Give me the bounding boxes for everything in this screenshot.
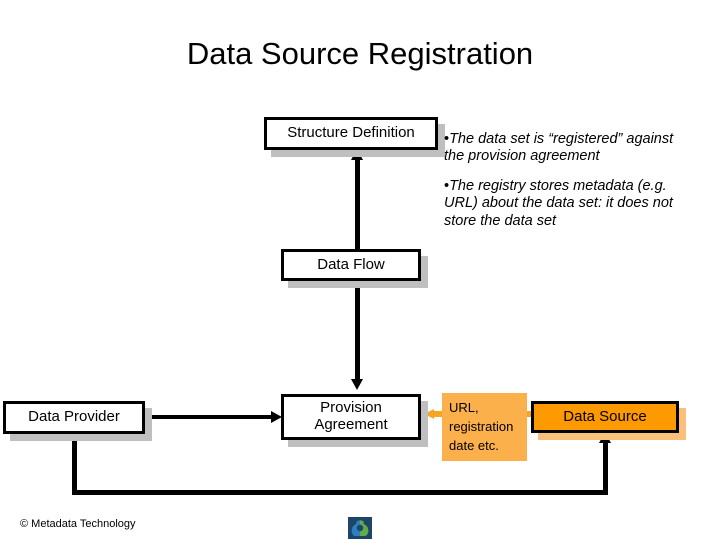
box-face [281, 249, 421, 281]
connector-dataprovider-to-provisionagreement-line [148, 415, 274, 419]
bullet-item: •The data set is “registered” against th… [444, 131, 696, 166]
box-face [531, 401, 679, 433]
box-structure-definition[interactable]: Structure Definition [264, 117, 445, 157]
bullet-text: The data set is “registered” against the… [444, 131, 674, 165]
box-data-source-label: Data Source [563, 407, 647, 425]
box-provision-agreement-line2: Agreement [314, 416, 388, 433]
box-face [264, 117, 438, 150]
box-data-source[interactable]: Data Source [531, 401, 686, 440]
connector-datasource-to-provisionagreement-arrowhead [424, 409, 434, 419]
box-data-flow-label: Data Flow [317, 255, 385, 273]
box-url-meta-line1: URL, [449, 400, 479, 415]
connector-dataprovider-to-datasource-vertical-left [72, 434, 77, 494]
box-url-registration-metadata[interactable]: URL, registration date etc. [442, 393, 527, 461]
metadata-technology-logo-icon[interactable] [348, 517, 372, 539]
box-url-meta-line2: registration [449, 418, 514, 434]
box-provision-agreement[interactable]: Provision Agreement [281, 394, 428, 447]
connector-dataflow-to-structuredefinition-line [355, 156, 360, 249]
connector-dataprovider-to-datasource-horizontal [72, 490, 608, 495]
page-title: Data Source Registration [186, 36, 534, 71]
bullet-list: •The data set is “registered” against th… [444, 131, 696, 230]
bullet-marker: • [444, 131, 450, 147]
box-data-provider[interactable]: Data Provider [3, 401, 152, 441]
box-face [3, 401, 145, 434]
box-provision-agreement-line1: Provision [320, 399, 382, 417]
box-url-meta-line3: date etc. [449, 437, 499, 453]
connector-dataprovider-to-provisionagreement-arrowhead [271, 411, 282, 423]
connector-dataprovider-to-datasource-vertical-right [603, 440, 608, 495]
box-face [281, 394, 421, 440]
box-provision-agreement-label: Provision Agreement [281, 399, 421, 434]
connector-dataflow-to-provisionagreement-arrowhead [351, 379, 363, 390]
footer-copyright: © Metadata Technology [20, 518, 136, 530]
connector-dataflow-to-provisionagreement-line [355, 288, 360, 380]
bullet-text: The registry stores metadata (e.g. URL) … [444, 177, 673, 229]
box-data-flow[interactable]: Data Flow [281, 249, 428, 288]
bullet-marker: • [444, 177, 450, 194]
box-structure-definition-label: Structure Definition [287, 124, 415, 142]
box-data-provider-label: Data Provider [28, 408, 120, 426]
bullet-item: •The registry stores metadata (e.g. URL)… [444, 178, 696, 230]
